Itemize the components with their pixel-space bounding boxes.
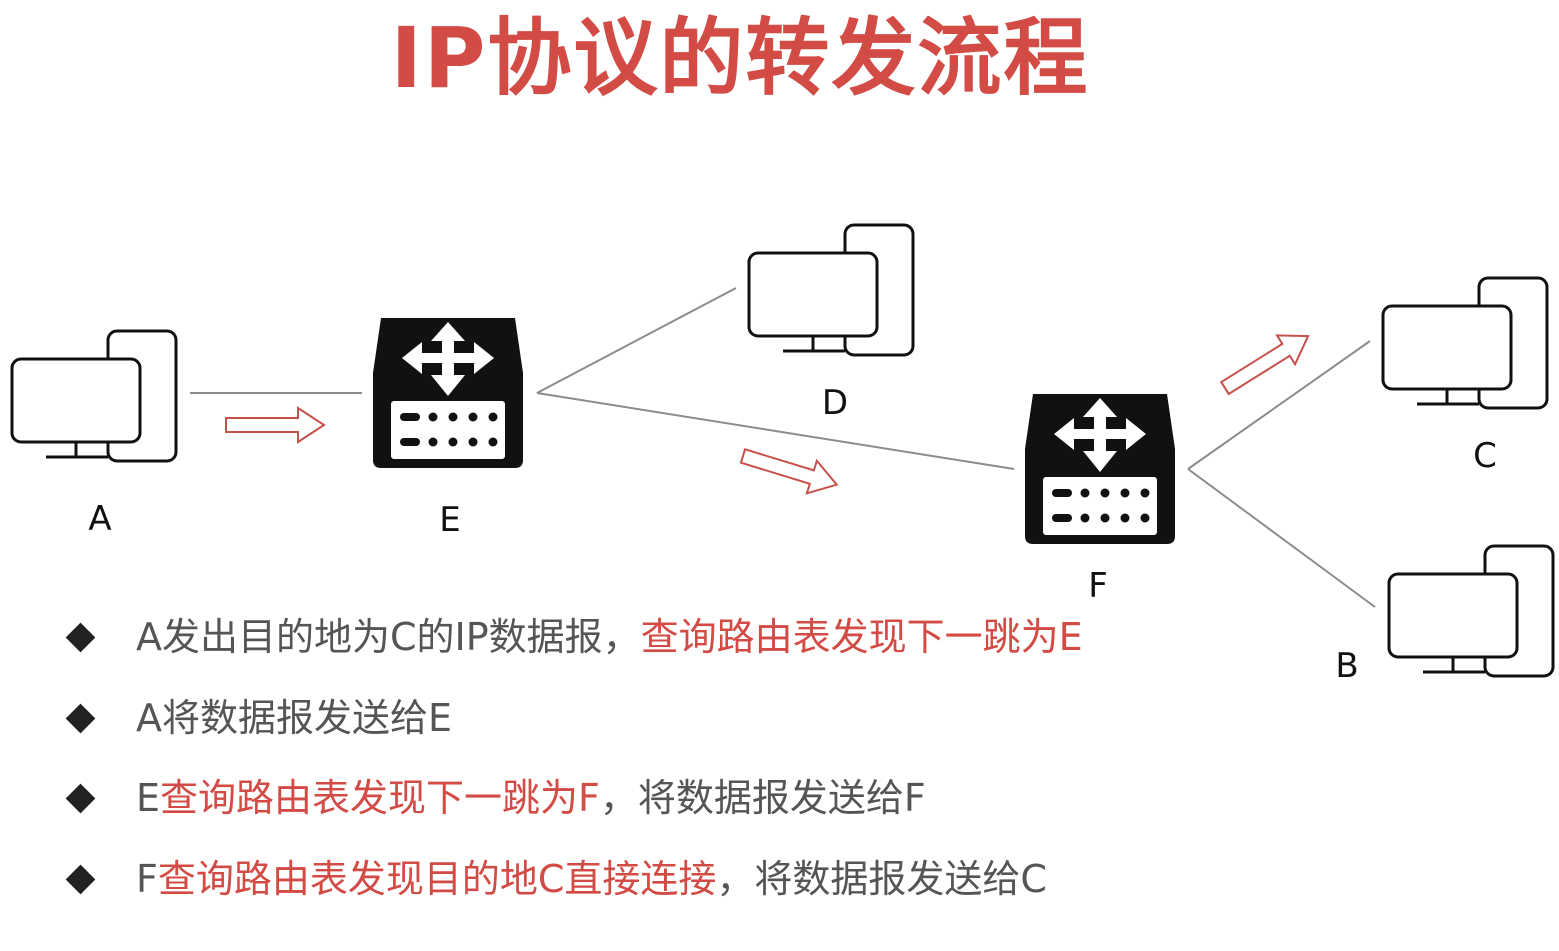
host-a-computer-icon xyxy=(10,329,178,463)
host-c-computer-icon xyxy=(1381,276,1549,410)
label-e: E xyxy=(439,500,460,540)
step-segment: ，将数据报发送给C xyxy=(716,857,1047,901)
step-text: A将数据报发送给E xyxy=(136,688,452,748)
router-f-icon xyxy=(1025,394,1175,544)
step-segment: 查询路由表发现下一跳为E xyxy=(640,615,1083,659)
host-d-computer-icon xyxy=(747,223,915,357)
step-segment: F xyxy=(136,857,158,901)
link-f-b xyxy=(1187,468,1376,608)
page-title: IP协议的转发流程 xyxy=(390,9,1090,107)
arrow-f-to-c-icon xyxy=(1214,320,1319,404)
step-text: E查询路由表发现下一跳为F，将数据报发送给F xyxy=(136,768,926,828)
step-segment: E xyxy=(136,776,161,820)
link-e-f xyxy=(536,392,1015,470)
arrow-e-to-f-icon xyxy=(737,438,843,502)
router-e-icon xyxy=(373,318,523,468)
label-a: A xyxy=(88,499,111,539)
link-f-c xyxy=(1187,340,1371,470)
step-segment: A发出目的地为C的IP数据报， xyxy=(136,615,641,659)
label-d: D xyxy=(822,383,848,423)
step-segment: ，将数据报发送给F xyxy=(599,776,926,820)
step-segment: 查询路由表发现目的地C直接连接 xyxy=(157,857,717,901)
label-f: F xyxy=(1088,566,1108,606)
label-c: C xyxy=(1473,436,1497,476)
label-b: B xyxy=(1335,646,1358,686)
link-e-d xyxy=(536,287,737,394)
step-text: A发出目的地为C的IP数据报，查询路由表发现下一跳为E xyxy=(136,607,1083,667)
host-b-computer-icon xyxy=(1387,544,1555,678)
step-segment: 查询路由表发现下一跳为F xyxy=(160,776,600,820)
step-segment: A将数据报发送给E xyxy=(136,696,453,740)
step-text: F查询路由表发现目的地C直接连接，将数据报发送给C xyxy=(136,849,1047,909)
arrow-a-to-e-icon xyxy=(225,407,325,443)
